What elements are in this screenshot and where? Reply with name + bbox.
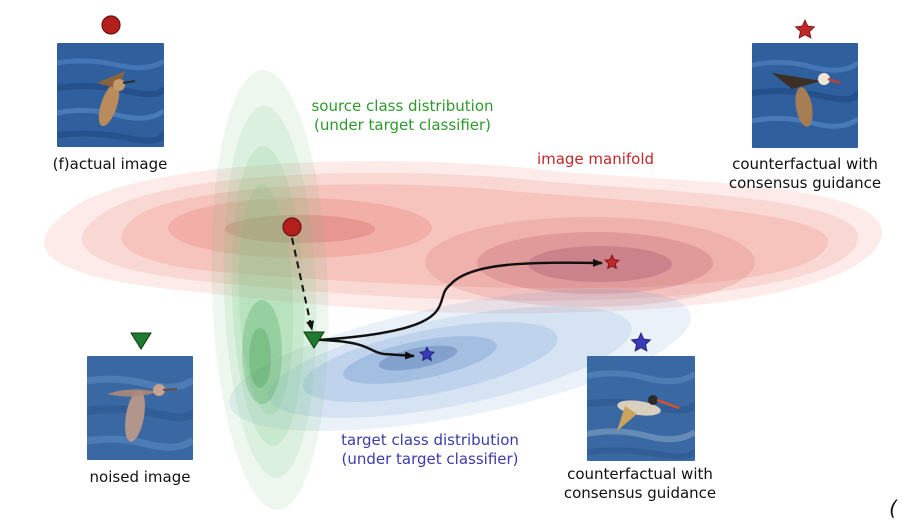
factual-image-caption: (f)actual image: [52, 155, 168, 173]
target-counterfactual-star-marker: [603, 254, 621, 270]
noised-image-caption: noised image: [89, 468, 191, 486]
source-label-line1: source class distribution: [311, 97, 494, 115]
factual-image-thumbnail: [57, 43, 164, 147]
red-star-marker-icon: [794, 19, 816, 39]
cf-bottom-line1: counterfactual with: [567, 465, 713, 483]
noised-image-thumbnail: [87, 356, 193, 460]
target-label-line1: target class distribution: [341, 431, 519, 449]
source-class-distribution: [211, 70, 329, 510]
target-guidance-path: [321, 338, 415, 360]
noising-dashed-arrow: [291, 237, 314, 331]
target-class-distribution: [229, 289, 691, 431]
counterfactual-bottom-caption: counterfactual with consensus guidance: [550, 465, 730, 503]
circle-marker-icon: [101, 15, 121, 35]
factual-point-marker: [282, 217, 302, 237]
counterfactual-top-thumbnail: [752, 43, 858, 148]
blue-star-marker-icon: [630, 332, 652, 352]
classifier-counterfactual-star-marker: [418, 346, 436, 362]
triangle-marker-icon: [130, 332, 152, 350]
image-manifold-label: image manifold: [536, 150, 655, 168]
source-distribution-label: source class distribution (under target …: [275, 97, 530, 135]
target-label-line2: (under target classifier): [341, 450, 519, 468]
counterfactual-top-caption: counterfactual with consensus guidance: [715, 155, 895, 193]
cf-bottom-line2: consensus guidance: [563, 484, 717, 502]
consensus-guidance-path: [317, 258, 603, 342]
corner-mark: (: [889, 496, 897, 520]
cf-top-line1: counterfactual with: [732, 155, 878, 173]
noised-point-marker: [303, 331, 325, 349]
cf-top-line2: consensus guidance: [728, 174, 882, 192]
source-label-line2: (under target classifier): [313, 116, 492, 134]
counterfactual-bottom-thumbnail: [587, 356, 695, 461]
target-distribution-label: target class distribution (under target …: [300, 431, 560, 469]
